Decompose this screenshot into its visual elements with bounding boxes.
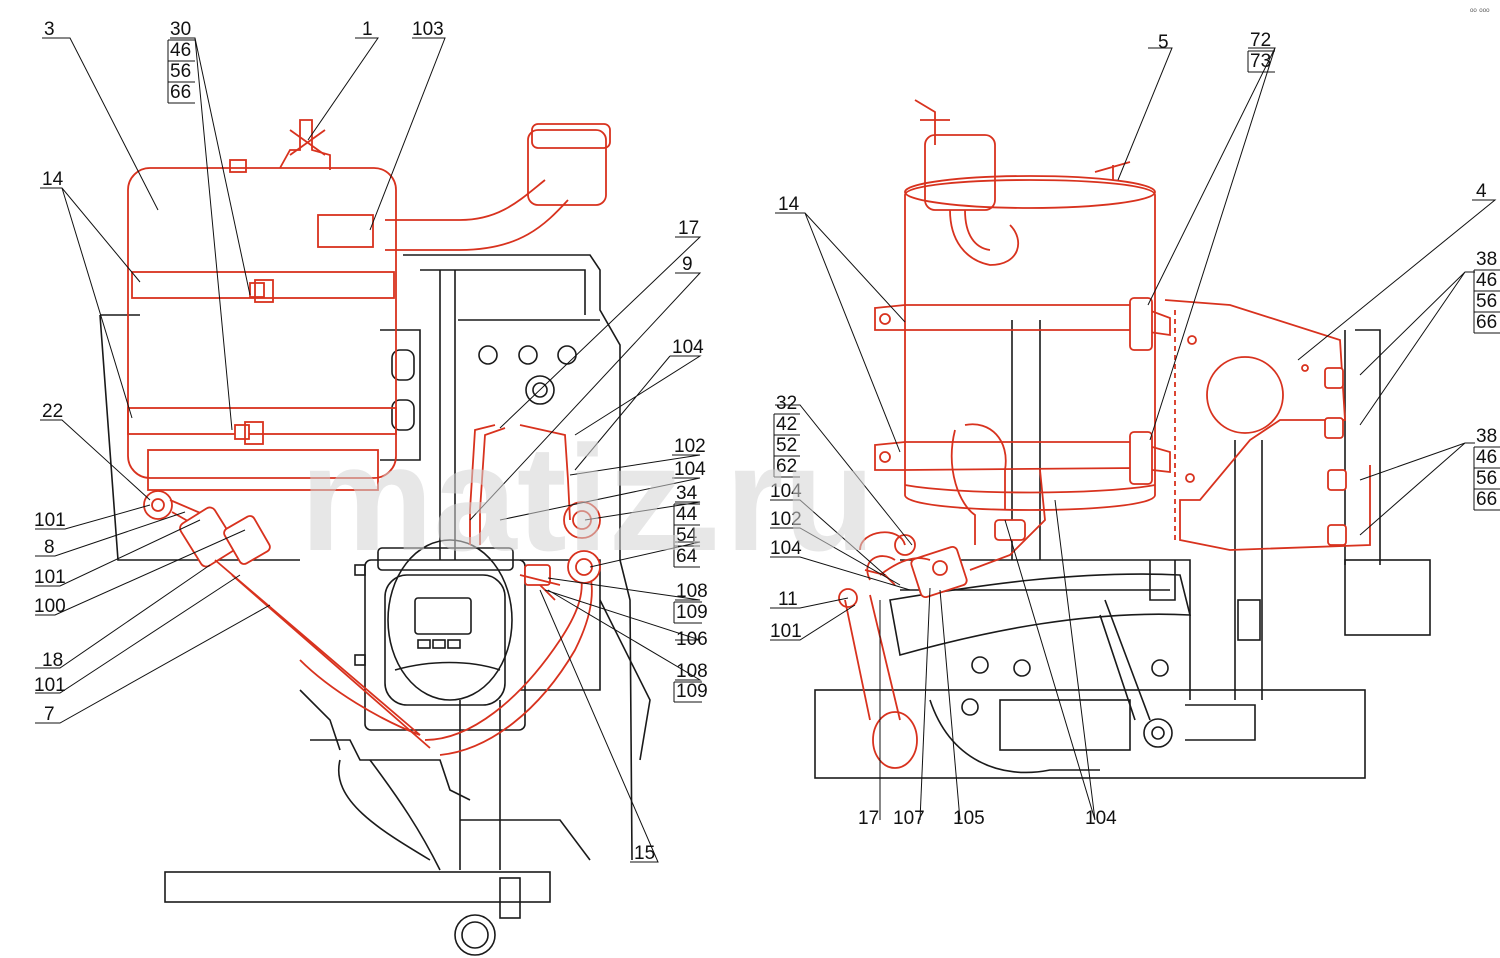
label-107: 107 [893,808,925,829]
label-1: 1 [362,19,373,40]
label-101-b: 101 [34,567,66,588]
label-9: 9 [682,254,693,275]
watermark-text: matiz.ru [300,414,875,582]
left-labels: 3 30 46 56 66 1 103 14 17 9 104 22 102 1… [34,19,708,864]
label-3: 3 [44,19,55,40]
label-17-left: 17 [678,218,699,239]
label-109-a: 109 [676,602,708,623]
label-17-right: 17 [858,808,879,829]
label-104-left-mid: 104 [674,459,706,480]
right-fuel-hoses [838,423,1046,769]
label-101-c: 101 [34,675,66,696]
label-7: 7 [44,704,55,725]
label-104-right-b: 104 [770,538,802,559]
label-30: 30 [170,19,191,40]
label-106: 106 [676,629,708,650]
label-72: 72 [1250,30,1271,51]
right-mounting-bracket [1164,299,1371,551]
right-fuel-tank [874,99,1171,511]
label-62: 62 [776,456,797,477]
left-filler-neck [385,123,611,251]
label-108-a: 108 [676,581,708,602]
label-14-right: 14 [778,194,800,215]
label-103: 103 [412,19,444,40]
label-101-right: 101 [770,621,802,642]
label-56-a: 56 [1476,291,1497,312]
corner-mark: ᵒᵒ ᵒᵒᵒ [1470,6,1490,16]
left-engine-block [99,254,651,956]
label-104-right-a: 104 [770,481,802,502]
label-15: 15 [634,843,655,864]
label-104-right-bottom: 104 [1085,808,1117,829]
left-fuel-hoses [143,424,601,756]
label-4: 4 [1476,181,1487,202]
label-46-b: 46 [1476,447,1497,468]
label-102-left: 102 [674,436,706,457]
label-56-b: 56 [1476,468,1497,489]
label-109-b: 109 [676,681,708,702]
label-100: 100 [34,596,66,617]
label-101-a: 101 [34,510,66,531]
left-control-unit [354,539,513,706]
label-46: 46 [170,40,191,61]
label-44: 44 [676,504,698,525]
label-105: 105 [953,808,985,829]
label-102-right: 102 [770,509,802,530]
label-56: 56 [170,61,191,82]
left-assembly-view: 3 30 46 56 66 1 103 14 17 9 104 22 102 1… [34,19,708,956]
label-104-left-top: 104 [672,337,704,358]
label-66-b: 66 [1476,489,1497,510]
right-leader-lines [770,47,1497,821]
right-labels: 5 72 73 14 4 38 46 56 66 32 42 52 62 38 … [770,30,1500,829]
label-32: 32 [776,393,797,414]
label-66-a: 66 [1476,312,1497,333]
label-8: 8 [44,537,55,558]
label-18: 18 [42,650,63,671]
label-64: 64 [676,546,698,567]
label-108-b: 108 [676,661,708,682]
left-fuel-tank [127,119,397,491]
label-52: 52 [776,435,797,456]
label-34: 34 [676,483,698,504]
label-11: 11 [778,589,798,610]
label-38-a: 38 [1476,249,1497,270]
right-assembly-view: 5 72 73 14 4 38 46 56 66 32 42 52 62 38 … [770,30,1500,829]
right-engine-block [814,320,1431,779]
left-leader-lines [35,37,702,863]
label-5: 5 [1158,32,1169,53]
label-66: 66 [170,82,191,103]
label-22: 22 [42,401,63,422]
label-42: 42 [776,414,797,435]
label-38-b: 38 [1476,426,1497,447]
label-14-left: 14 [42,169,64,190]
label-73: 73 [1250,51,1271,72]
label-46-a: 46 [1476,270,1497,291]
label-54: 54 [676,525,698,546]
